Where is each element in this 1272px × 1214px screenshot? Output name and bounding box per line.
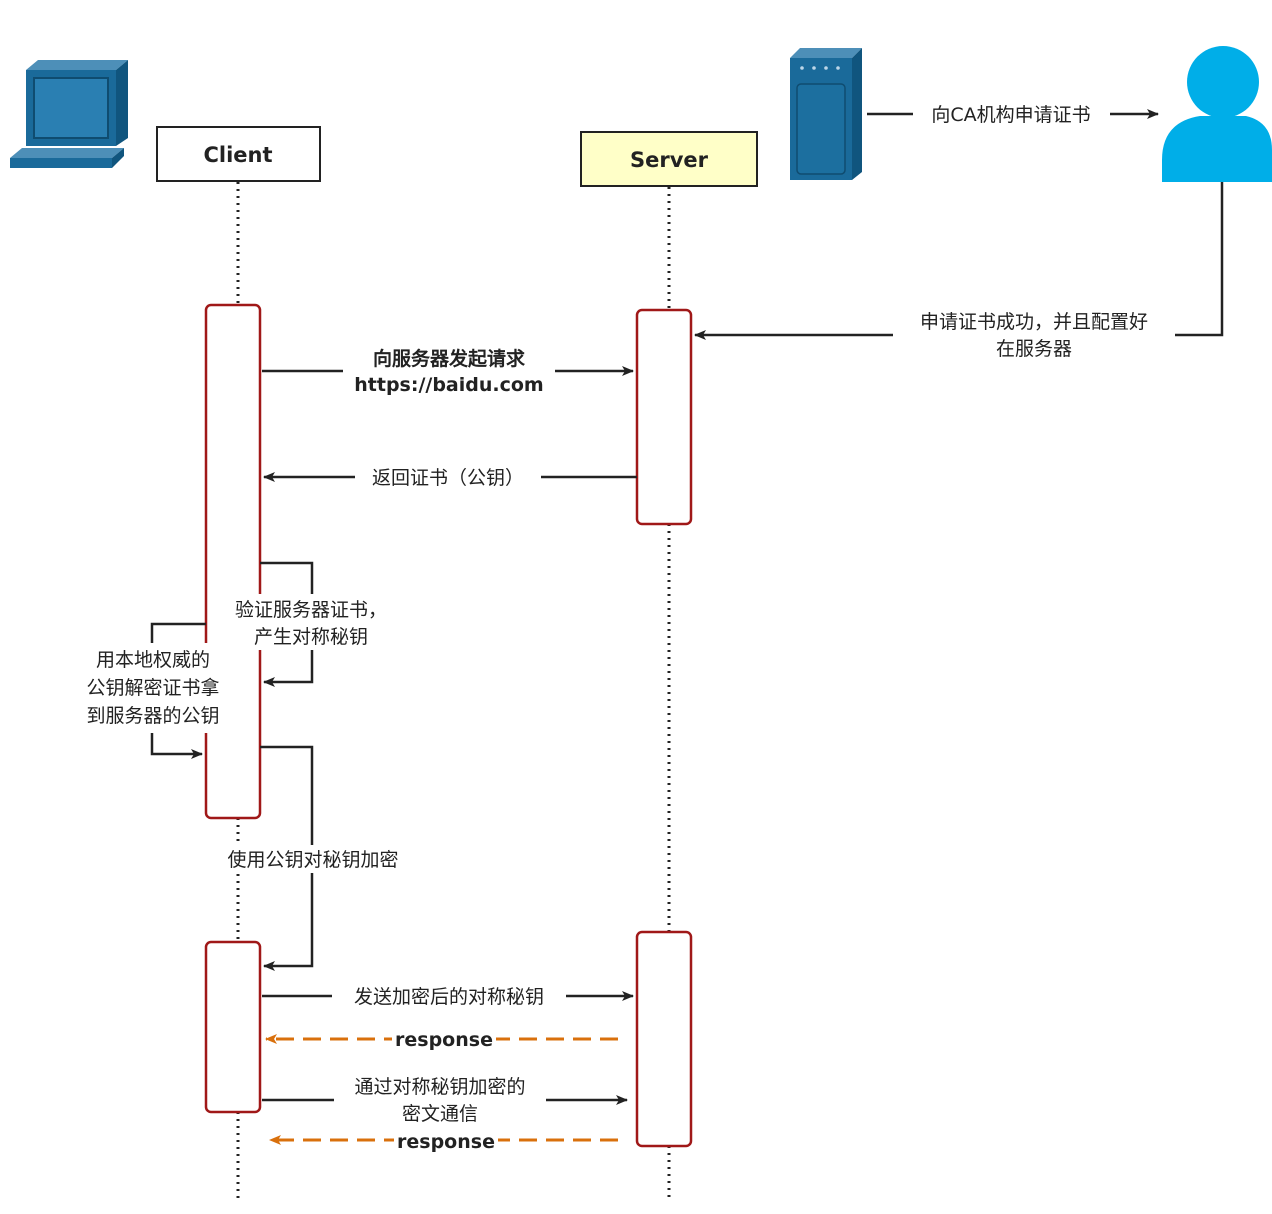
client-label: Client [203, 143, 272, 167]
response-1-label: response [395, 1029, 493, 1051]
message-encrypted-comm: 通过对称秘钥加密的 密文通信 [262, 1072, 628, 1128]
comm-line1: 通过对称秘钥加密的 [354, 1076, 525, 1098]
decrypt-line1: 用本地权威的 [96, 649, 210, 671]
server-activation [635, 930, 693, 1148]
message-verify-cert: 验证服务器证书， 产生对称秘钥 [218, 561, 404, 687]
client-header: Client [156, 126, 321, 182]
activation-bars [204, 303, 693, 1148]
message-ca-success: 申请证书成功，并且配置好 在服务器 [694, 182, 1224, 361]
send-key-label: 发送加密后的对称秘钥 [354, 986, 544, 1008]
message-response-2: response [269, 1128, 618, 1153]
comm-line2: 密文通信 [402, 1103, 478, 1125]
message-response-1: response [265, 1026, 618, 1052]
ca-request-label: 向CA机构申请证书 [931, 104, 1090, 126]
server-activation [635, 308, 693, 526]
response-2-label: response [397, 1131, 495, 1153]
message-return-cert: 返回证书（公钥） [263, 464, 637, 490]
server-header: Server [580, 131, 758, 187]
client-activation [204, 940, 262, 1114]
client-activation [204, 303, 262, 820]
decrypt-line3: 到服务器的公钥 [86, 705, 219, 727]
request-line1: 向服务器发起请求 [373, 347, 526, 370]
message-encrypt-key: 使用公钥对秘钥加密 [208, 745, 420, 971]
message-decrypt-cert: 用本地权威的 公钥解密证书拿 到服务器的公钥 [72, 622, 238, 759]
user-icon [1162, 46, 1272, 182]
ca-success-line2: 在服务器 [996, 338, 1072, 360]
encrypt-key-label: 使用公钥对秘钥加密 [227, 849, 398, 871]
verify-line2: 产生对称秘钥 [254, 626, 368, 648]
decrypt-line2: 公钥解密证书拿 [86, 676, 219, 699]
lifelines [236, 182, 671, 1200]
verify-line1: 验证服务器证书， [235, 599, 387, 621]
server-tower-icon [790, 48, 862, 180]
message-send-key: 发送加密后的对称秘钥 [262, 983, 634, 1009]
ca-success-line1: 申请证书成功，并且配置好 [920, 311, 1148, 333]
message-client-request: 向服务器发起请求 https://baidu.com [262, 345, 634, 397]
computer-icon [10, 60, 128, 168]
server-label: Server [630, 148, 709, 172]
return-cert-label: 返回证书（公钥） [372, 467, 524, 489]
message-ca-request: 向CA机构申请证书 [867, 102, 1159, 126]
request-line2: https://baidu.com [354, 374, 543, 396]
